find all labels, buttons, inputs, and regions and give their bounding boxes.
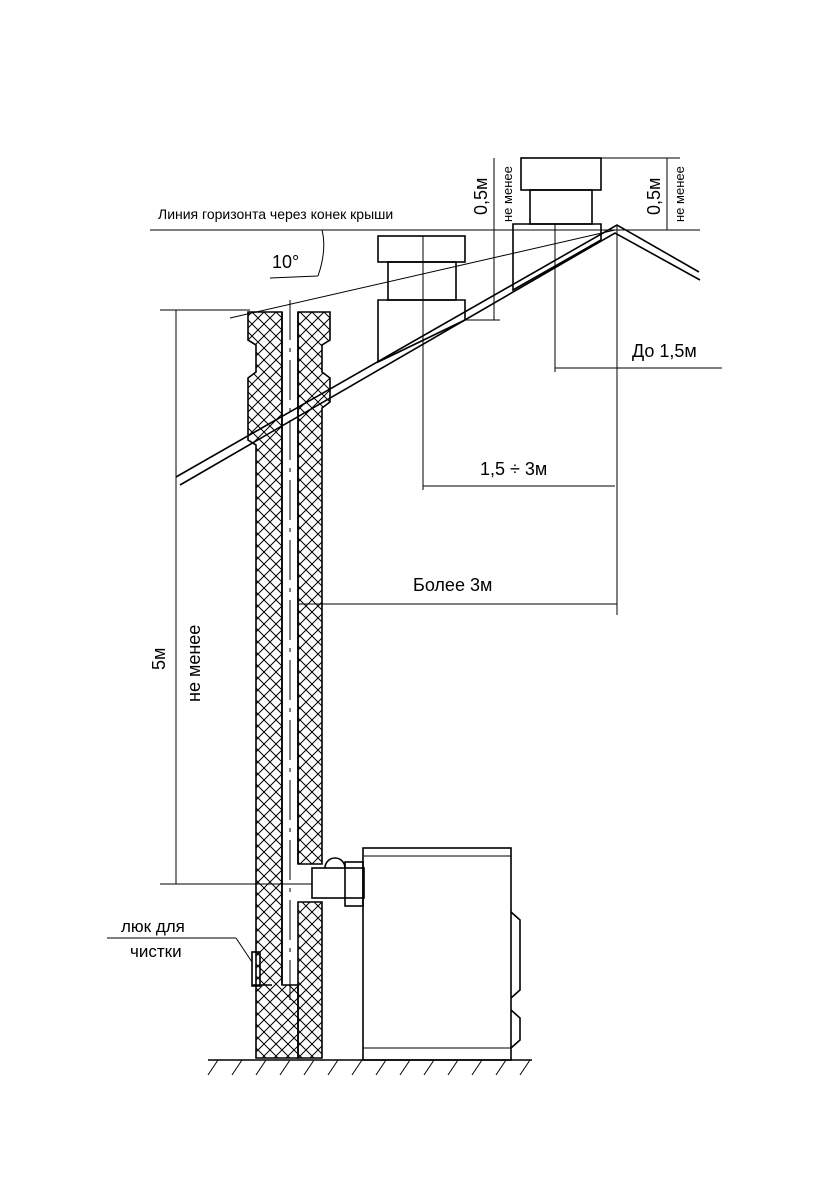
height-top-right-label: 0,5м [644, 178, 664, 215]
cleanout-label-line2: чистки [130, 942, 182, 961]
horizon-line-label: Линия горизонта через конек крыши [158, 206, 393, 222]
cleanout-leader-diag [235, 937, 253, 963]
cleanout-door [251, 951, 272, 987]
chimney-pipe-right [512, 157, 602, 292]
height-top-right-note: не менее [672, 166, 687, 222]
dimensions [160, 157, 722, 885]
roof [175, 224, 701, 486]
height-main-label: 5м [149, 648, 169, 670]
chimney-pipe-middle [377, 235, 466, 364]
dist-range-label: 1,5 ÷ 3м [480, 459, 547, 479]
ground [207, 1059, 532, 1076]
dist-more-label: Более 3м [413, 575, 492, 595]
dist-up-to-label: До 1,5м [632, 341, 697, 361]
cleanout-label-line1: люк для [121, 917, 185, 936]
angle-label: 10° [272, 252, 299, 272]
height-top-left-note: не менее [500, 166, 515, 222]
main-chimney [247, 300, 331, 1059]
height-main-note: не менее [184, 625, 204, 702]
height-top-left-label: 0,5м [471, 178, 491, 215]
boiler [311, 847, 521, 1061]
